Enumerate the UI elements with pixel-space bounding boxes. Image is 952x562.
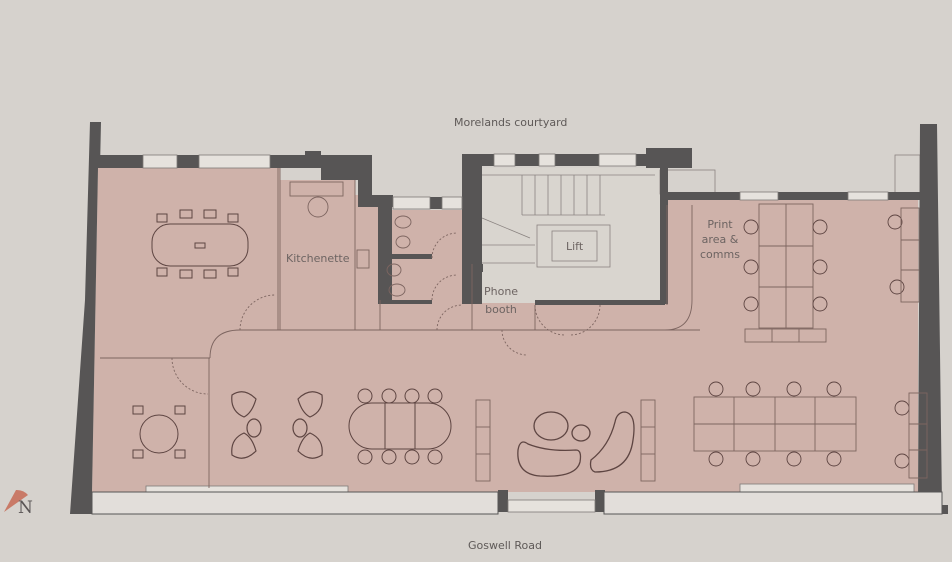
room-label-lift: Lift xyxy=(566,240,584,253)
street-label-north: Morelands courtyard xyxy=(454,116,568,129)
partitions xyxy=(100,168,700,488)
compass-label: N xyxy=(18,498,33,518)
windows xyxy=(142,153,915,513)
room-label-phone-booth: Phone booth xyxy=(484,285,519,316)
desk-cluster-south xyxy=(693,381,857,467)
boardroom-table xyxy=(151,209,249,279)
room-label-print-area: Print area & comms xyxy=(700,218,740,261)
sofas xyxy=(517,411,635,477)
walls xyxy=(70,122,948,514)
desk-cluster-north xyxy=(743,203,928,479)
compass-icon xyxy=(4,489,28,512)
core-area xyxy=(480,168,662,303)
oval-table xyxy=(348,388,452,465)
round-table xyxy=(132,405,186,459)
room-label-kitchenette: Kitchenette xyxy=(286,252,350,265)
street-label-south: Goswell Road xyxy=(468,539,542,552)
lounge-chairs xyxy=(231,391,323,459)
